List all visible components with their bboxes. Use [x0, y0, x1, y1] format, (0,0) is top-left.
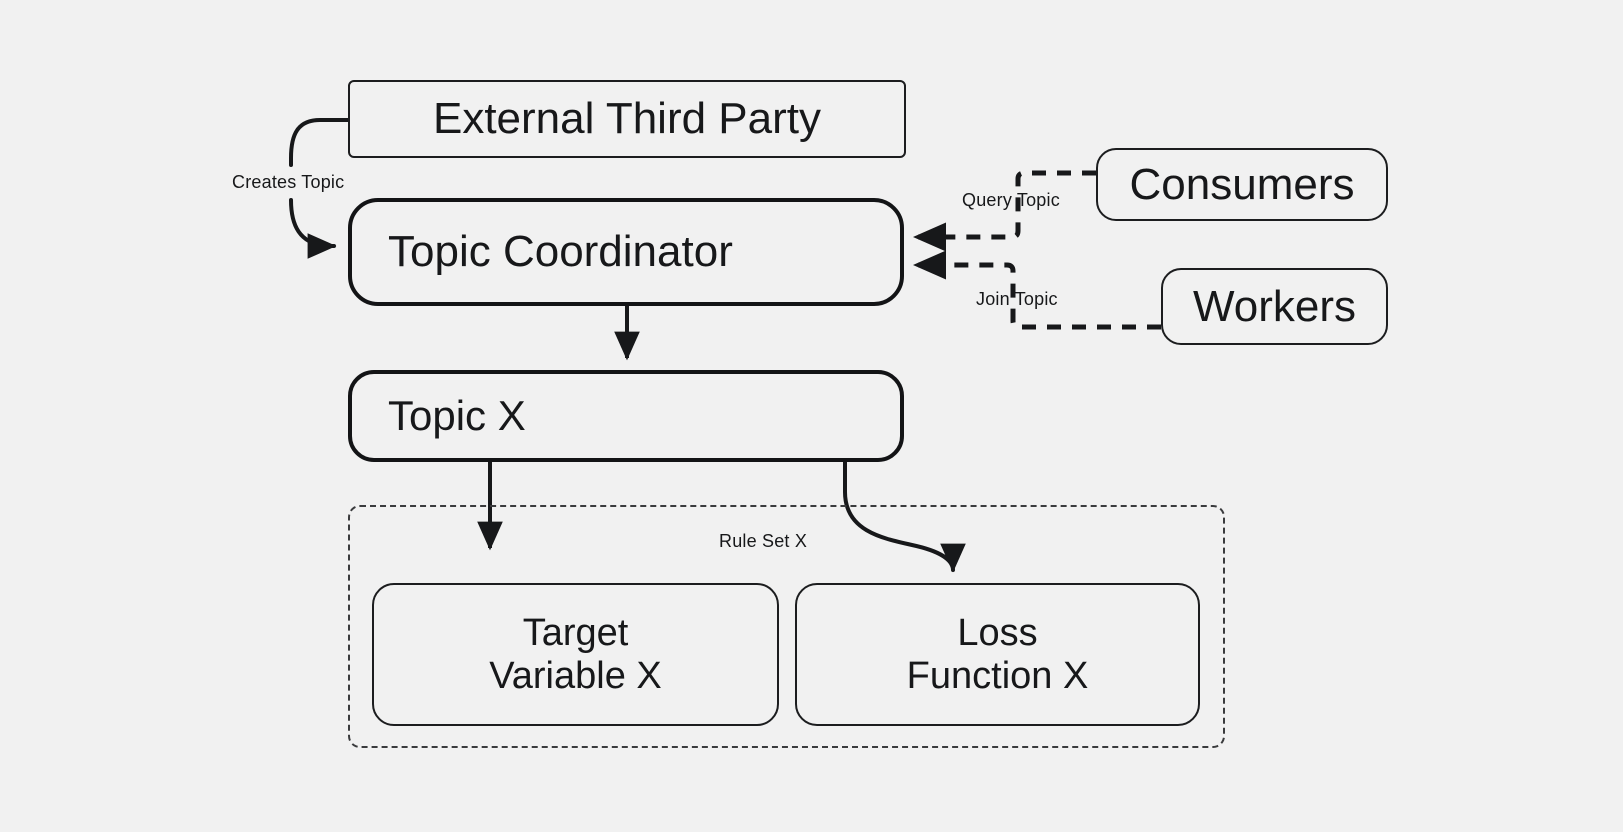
edge-label-query-topic: Query Topic [962, 190, 1060, 210]
node-loss-function-x-label-line2: Function X [906, 654, 1089, 697]
node-target-variable-x-label-line2: Variable X [489, 654, 662, 697]
node-target-variable-x[interactable]: Target Variable X [372, 583, 779, 726]
edge-creates-topic-arrow [289, 198, 337, 259]
node-topic-x-label: Topic X [388, 392, 526, 440]
node-topic-x[interactable]: Topic X [348, 370, 904, 462]
group-rule-set-x [348, 505, 1225, 748]
node-topic-coordinator-label: Topic Coordinator [388, 227, 733, 277]
node-workers[interactable]: Workers [1161, 268, 1388, 345]
group-rule-set-x-label: Rule Set X [719, 531, 808, 551]
node-topic-coordinator[interactable]: Topic Coordinator [348, 198, 904, 306]
node-loss-function-x[interactable]: Loss Function X [795, 583, 1200, 726]
edge-label-join-topic: Join Topic [976, 289, 1058, 309]
edge-label-creates-topic: Creates Topic [232, 172, 345, 192]
edge-creates-topic [289, 118, 350, 167]
node-external-third-party[interactable]: External Third Party [348, 80, 906, 158]
node-consumers-label: Consumers [1129, 159, 1355, 209]
node-target-variable-x-label-line1: Target [522, 611, 629, 654]
node-consumers[interactable]: Consumers [1096, 148, 1388, 221]
node-loss-function-x-label-line1: Loss [957, 611, 1038, 654]
node-external-third-party-label: External Third Party [432, 94, 821, 144]
node-workers-label: Workers [1193, 281, 1356, 331]
